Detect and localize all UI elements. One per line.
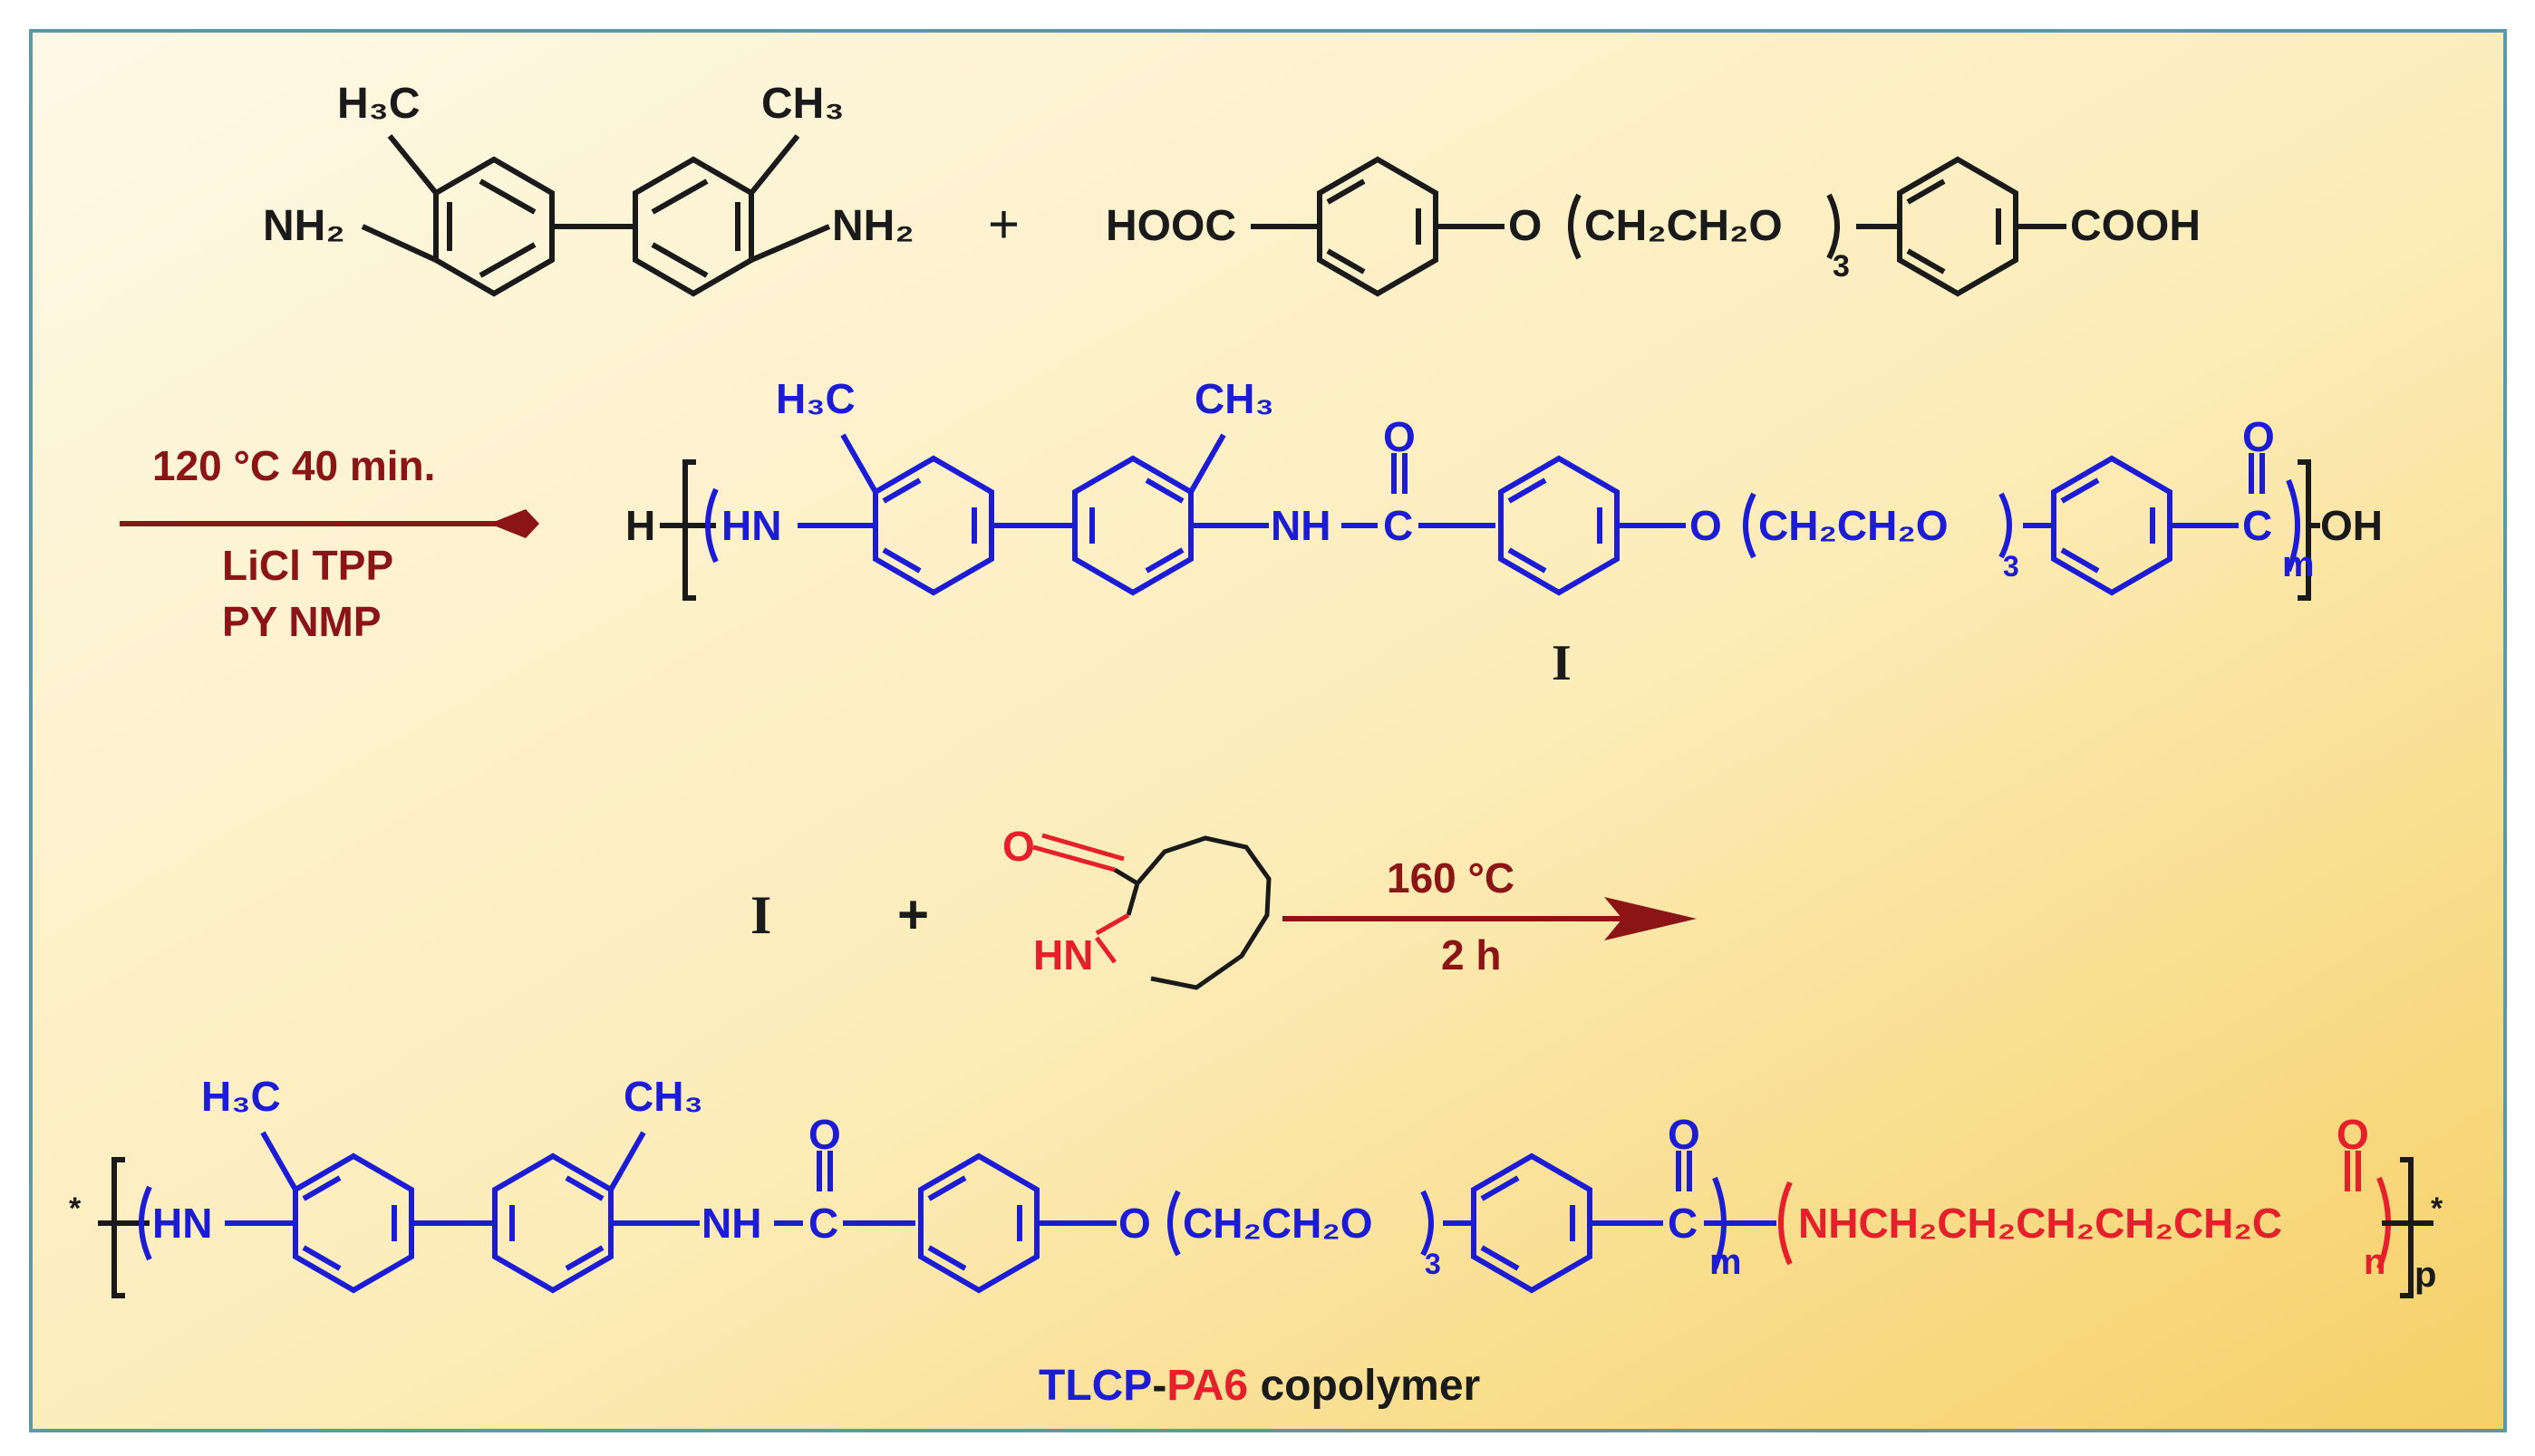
benzene-ring [1897,156,2018,297]
intermediate-label-I: I [1552,635,1572,691]
nh-label: NH [701,1200,761,1247]
benzene-ring [1317,156,1438,297]
chain-end-oh: OH [2320,502,2383,549]
linker-subscript: 3 [1833,249,1850,284]
hn-label: HN [152,1200,212,1247]
repeat-n-label: n [2364,1242,2385,1282]
repeat-m-label: m [2282,545,2315,584]
methyl-left-label: H₃C [776,375,856,422]
methyl-right-label: CH₃ [1195,375,1274,422]
hn-label: HN [721,502,781,549]
linker-subscript: 3 [1425,1248,1441,1280]
step1-reagents-2: PY NMP [222,598,382,645]
chain-end-h: H [625,502,655,549]
acid-right-label: COOH [2070,202,2201,250]
acid-left-label: HOOC [1106,202,1236,250]
end-carbonyl-c-label: C [2242,502,2272,549]
caption-dash: - [1152,1362,1166,1410]
carbonyl-o-label: O [808,1111,841,1158]
linker-label: CH₂CH₂O [1183,1200,1373,1247]
ether-o-label: O [1689,502,1722,549]
linker-label: CH₂CH₂O [1758,502,1949,549]
step2-reaction: I + O HN 160 °C 2 h [750,823,1697,990]
diamine-structure [361,134,831,297]
methyl-left-label: H₃C [337,80,421,128]
reactant-I-label: I [750,885,771,945]
carbonyl2-o-label: O [1668,1111,1700,1158]
repeat-m-label: m [1709,1242,1742,1282]
caption-copolymer: copolymer [1248,1362,1480,1410]
methyl-right-label: CH₃ [761,80,845,128]
nh-label: NH [1271,502,1330,549]
linker-subscript: 3 [2003,550,2019,583]
benzene-ring [918,1152,1040,1294]
linker-label: CH₂CH₂O [1584,202,1783,250]
benzene-ring [2051,455,2172,596]
step1-temp-label: 120 °C 40 min. [152,442,435,489]
step2-time-label: 2 h [1441,931,1501,979]
carbonyl-c-label: C [1383,502,1413,549]
arrow-head-icon [1604,897,1697,940]
carbonyl-o-label: O [1383,413,1416,460]
step2-temp-label: 160 °C [1387,854,1514,902]
benzene-ring [1471,1152,1592,1294]
benzene-ring [1498,455,1620,596]
end-star-right: * [2431,1191,2443,1226]
caprolactam-hn-label: HN [1033,931,1093,979]
intermediate-structure [660,433,2320,601]
end-carbonyl-o-label: O [2242,413,2275,460]
caprolactam-ring [1032,833,1272,990]
carbonyl2-c-label: C [1668,1200,1698,1247]
plus-sign-2: + [897,884,929,945]
step1-reagents-1: LiCl TPP [222,542,393,589]
pa6-chain-label: NHCH₂CH₂CH₂CH₂CH₂C [1798,1200,2282,1247]
step1-conditions: 120 °C 40 min. LiCl TPP PY NMP [120,442,539,645]
repeat-paren-left [1568,193,1582,260]
methyl-left-label: H₃C [201,1073,281,1120]
product-structure [98,1131,2433,1298]
plus-sign: + [988,194,1020,255]
caption-tlcp: TLCP [1039,1362,1152,1410]
caption: TLCP-PA6 copolymer [1039,1362,1480,1410]
caption-pa6: PA6 [1166,1362,1248,1410]
amine-left-label: NH₂ [263,202,345,250]
end-star-left: * [69,1191,82,1226]
methyl-right-label: CH₃ [624,1073,703,1120]
repeat-paren-right [1826,193,1840,260]
carbonyl-c-label: C [808,1200,838,1247]
pa6-o-label: O [2337,1111,2369,1158]
repeat-p-label: p [2414,1255,2436,1295]
ether-o-label: O [1508,202,1542,250]
ether-o-label: O [1118,1200,1151,1247]
diacid-structure [1251,156,2066,297]
caprolactam-o-label: O [1002,823,1035,870]
amine-right-label: NH₂ [832,202,914,250]
arrow-head-icon [489,509,539,538]
